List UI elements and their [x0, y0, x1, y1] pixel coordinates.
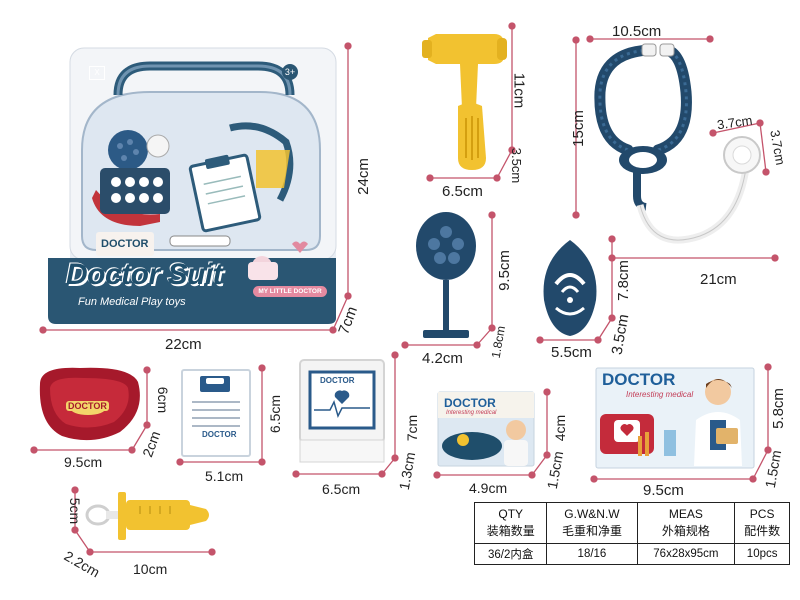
brand-title: Doctor Suit — [66, 258, 223, 291]
small-card-title: DOCTOR — [444, 396, 496, 410]
dim-scope-width: 5.5cm — [551, 344, 592, 361]
dim-mirror-height: 9.5cm — [495, 250, 513, 291]
dim-stetho-length: 21cm — [700, 271, 737, 288]
head-mirror-illustration — [416, 212, 476, 338]
dim-syringe-height: 5cm — [67, 497, 84, 525]
dim-clipboard-height: 6.5cm — [267, 394, 284, 434]
dim-hammer-height: 11cm — [510, 72, 528, 109]
big-card-subtitle: Interesting medical — [626, 390, 694, 399]
xray-label: DOCTOR — [320, 376, 355, 385]
dim-basin-width: 9.5cm — [64, 454, 103, 470]
brand-badge: MY LITTLE DOCTOR — [253, 286, 327, 297]
dim-xray-width: 6.5cm — [322, 481, 361, 497]
inner-brand-label: DOCTOR — [101, 238, 149, 250]
brand-logo-icon: X — [89, 66, 105, 80]
basin-label: DOCTOR — [66, 401, 109, 411]
spec-value-row: 36/2内盒 18/16 76x28x95cm 10pcs — [473, 543, 790, 565]
small-card-subtitle: Interesting medical — [446, 410, 497, 416]
dim-hammer-depth: 3.5cm — [509, 147, 525, 184]
spec-value-weight: 18/16 — [546, 543, 638, 565]
small-card-illustration — [437, 391, 535, 467]
dim-hammer-width: 6.5cm — [442, 183, 483, 200]
syringe-illustration — [85, 492, 209, 540]
clipboard-illustration — [181, 369, 251, 457]
brand-subtitle: Fun Medical Play toys — [78, 296, 186, 308]
dim-basin-height: 6cm — [155, 386, 172, 414]
big-card-illustration — [595, 367, 755, 469]
dim-box-width: 22cm — [165, 336, 202, 353]
dim-big-card-width: 9.5cm — [643, 482, 684, 499]
spec-value-pcs: 10pcs — [734, 543, 790, 565]
age-mark: 3+ — [282, 64, 298, 80]
dim-small-card-height: 4cm — [552, 414, 569, 442]
dim-syringe-width: 10cm — [133, 561, 168, 577]
big-card-title: DOCTOR — [602, 370, 676, 389]
spec-value-meas: 76x28x95cm — [636, 543, 736, 565]
dim-box-height: 24cm — [354, 158, 372, 195]
scope-illustration — [543, 240, 597, 336]
dim-xray-height: 7cm — [404, 414, 421, 442]
stethoscope-illustration — [594, 43, 761, 244]
dim-stetho-height: 15cm — [569, 110, 587, 147]
dim-big-card-height: 5.8cm — [769, 388, 787, 429]
spec-value-qty: 36/2内盒 — [473, 543, 548, 565]
dim-stetho-width: 10.5cm — [612, 23, 662, 40]
dim-mirror-width: 4.2cm — [422, 350, 463, 367]
dim-clipboard-width: 5.1cm — [205, 468, 244, 484]
package-box — [48, 47, 337, 324]
clipboard-label: DOCTOR — [202, 430, 237, 439]
dimension-lines — [30, 22, 779, 556]
dim-scope-height: 7.8cm — [614, 260, 632, 301]
reflex-hammer-illustration — [422, 34, 507, 170]
xray-viewer-illustration — [299, 359, 385, 463]
dim-small-card-width: 4.9cm — [469, 480, 508, 496]
